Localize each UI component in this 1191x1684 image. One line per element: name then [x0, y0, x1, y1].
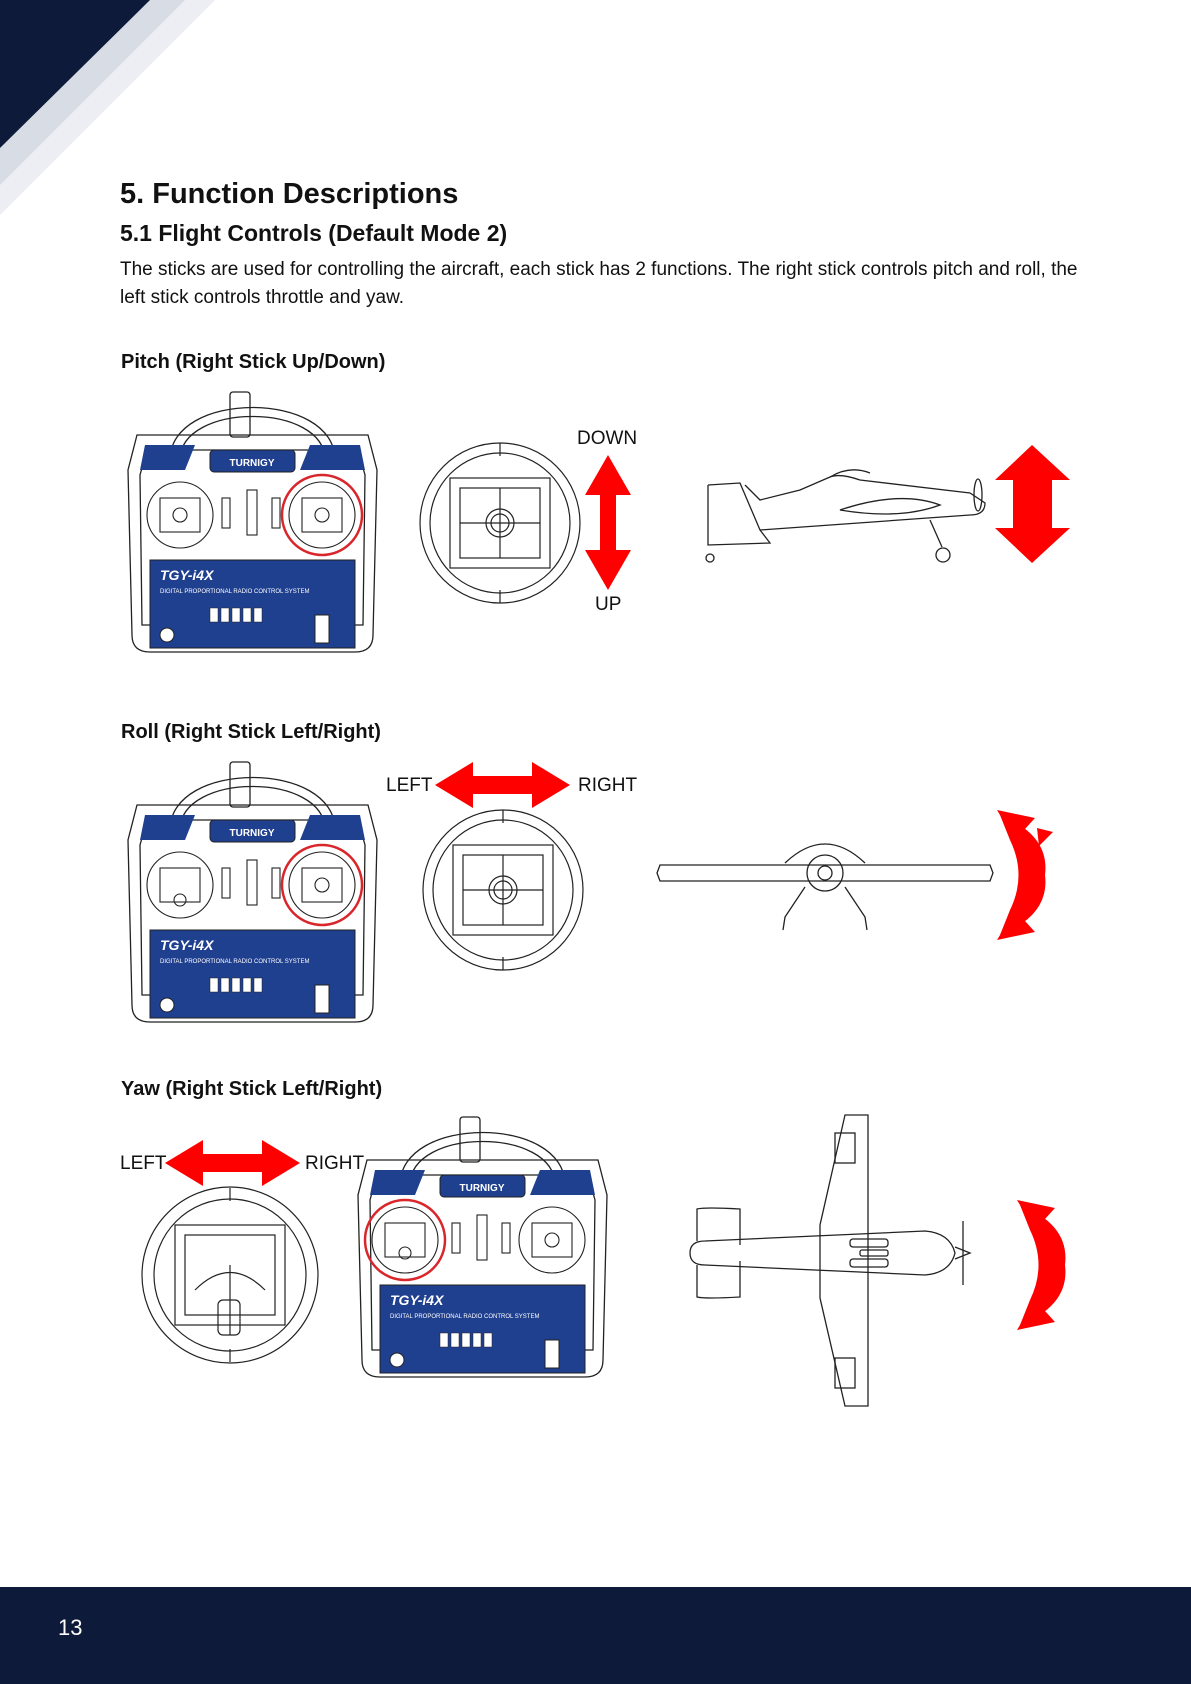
brand-label: TURNIGY — [230, 828, 275, 839]
rotation-arrow-icon — [997, 810, 1053, 940]
left-stick-highlight — [363, 1198, 447, 1282]
corner-decoration — [0, 0, 215, 215]
pitch-heading: Pitch (Right Stick Up/Down) — [121, 351, 386, 373]
vertical-arrow-icon — [585, 455, 631, 590]
airplane-top-view — [689, 1114, 972, 1407]
tagline-label: DIGITAL PROPORTIONAL RADIO CONTROL SYSTE… — [160, 589, 309, 595]
stick-detail-pitch — [419, 442, 581, 604]
right-stick-highlight — [280, 843, 364, 927]
tagline-label: DIGITAL PROPORTIONAL RADIO CONTROL SYSTE… — [390, 1314, 539, 1320]
stick-detail-yaw — [141, 1186, 319, 1364]
model-label: TGY-i4X — [390, 1292, 445, 1308]
rotation-arrow-icon — [1017, 1200, 1066, 1330]
roll-left-label: LEFT — [386, 775, 433, 796]
model-label: TGY-i4X — [160, 567, 215, 583]
horizontal-arrow-icon — [435, 762, 570, 808]
stick-detail-roll — [422, 809, 584, 971]
page-number: 13 — [58, 1615, 83, 1640]
pitch-down-label: DOWN — [577, 428, 638, 449]
vertical-arrow-icon — [995, 445, 1070, 563]
brand-label: TURNIGY — [460, 1183, 505, 1194]
roll-right-label: RIGHT — [578, 775, 638, 796]
tagline-label: DIGITAL PROPORTIONAL RADIO CONTROL SYSTE… — [160, 959, 309, 965]
model-label: TGY-i4X — [160, 937, 215, 953]
roll-heading: Roll (Right Stick Left/Right) — [121, 721, 381, 743]
page-title: 5. Function Descriptions — [120, 178, 459, 210]
yaw-right-label: RIGHT — [305, 1153, 365, 1174]
transmitter-illustration: TURNIGY TGY-i4X DIGITAL PROPORTIONAL RAD… — [127, 391, 378, 653]
page-footer — [0, 1587, 1191, 1684]
yaw-heading: Yaw (Right Stick Left/Right) — [121, 1078, 383, 1100]
airplane-side-view — [705, 469, 986, 563]
yaw-left-label: LEFT — [120, 1153, 167, 1174]
airplane-front-view — [656, 843, 994, 931]
transmitter-illustration: TURNIGY TGY-i4X DIGITAL PROPORTIONAL RAD… — [357, 1116, 608, 1378]
horizontal-arrow-icon — [165, 1140, 300, 1186]
right-stick-highlight — [280, 473, 364, 557]
pitch-up-label: UP — [595, 594, 622, 615]
section-subtitle: 5.1 Flight Controls (Default Mode 2) — [120, 220, 508, 246]
intro-paragraph: The sticks are used for controlling the … — [120, 259, 1078, 308]
transmitter-illustration: TURNIGY TGY-i4X DIGITAL PROPORTIONAL RAD… — [127, 761, 378, 1023]
brand-label: TURNIGY — [230, 458, 275, 469]
